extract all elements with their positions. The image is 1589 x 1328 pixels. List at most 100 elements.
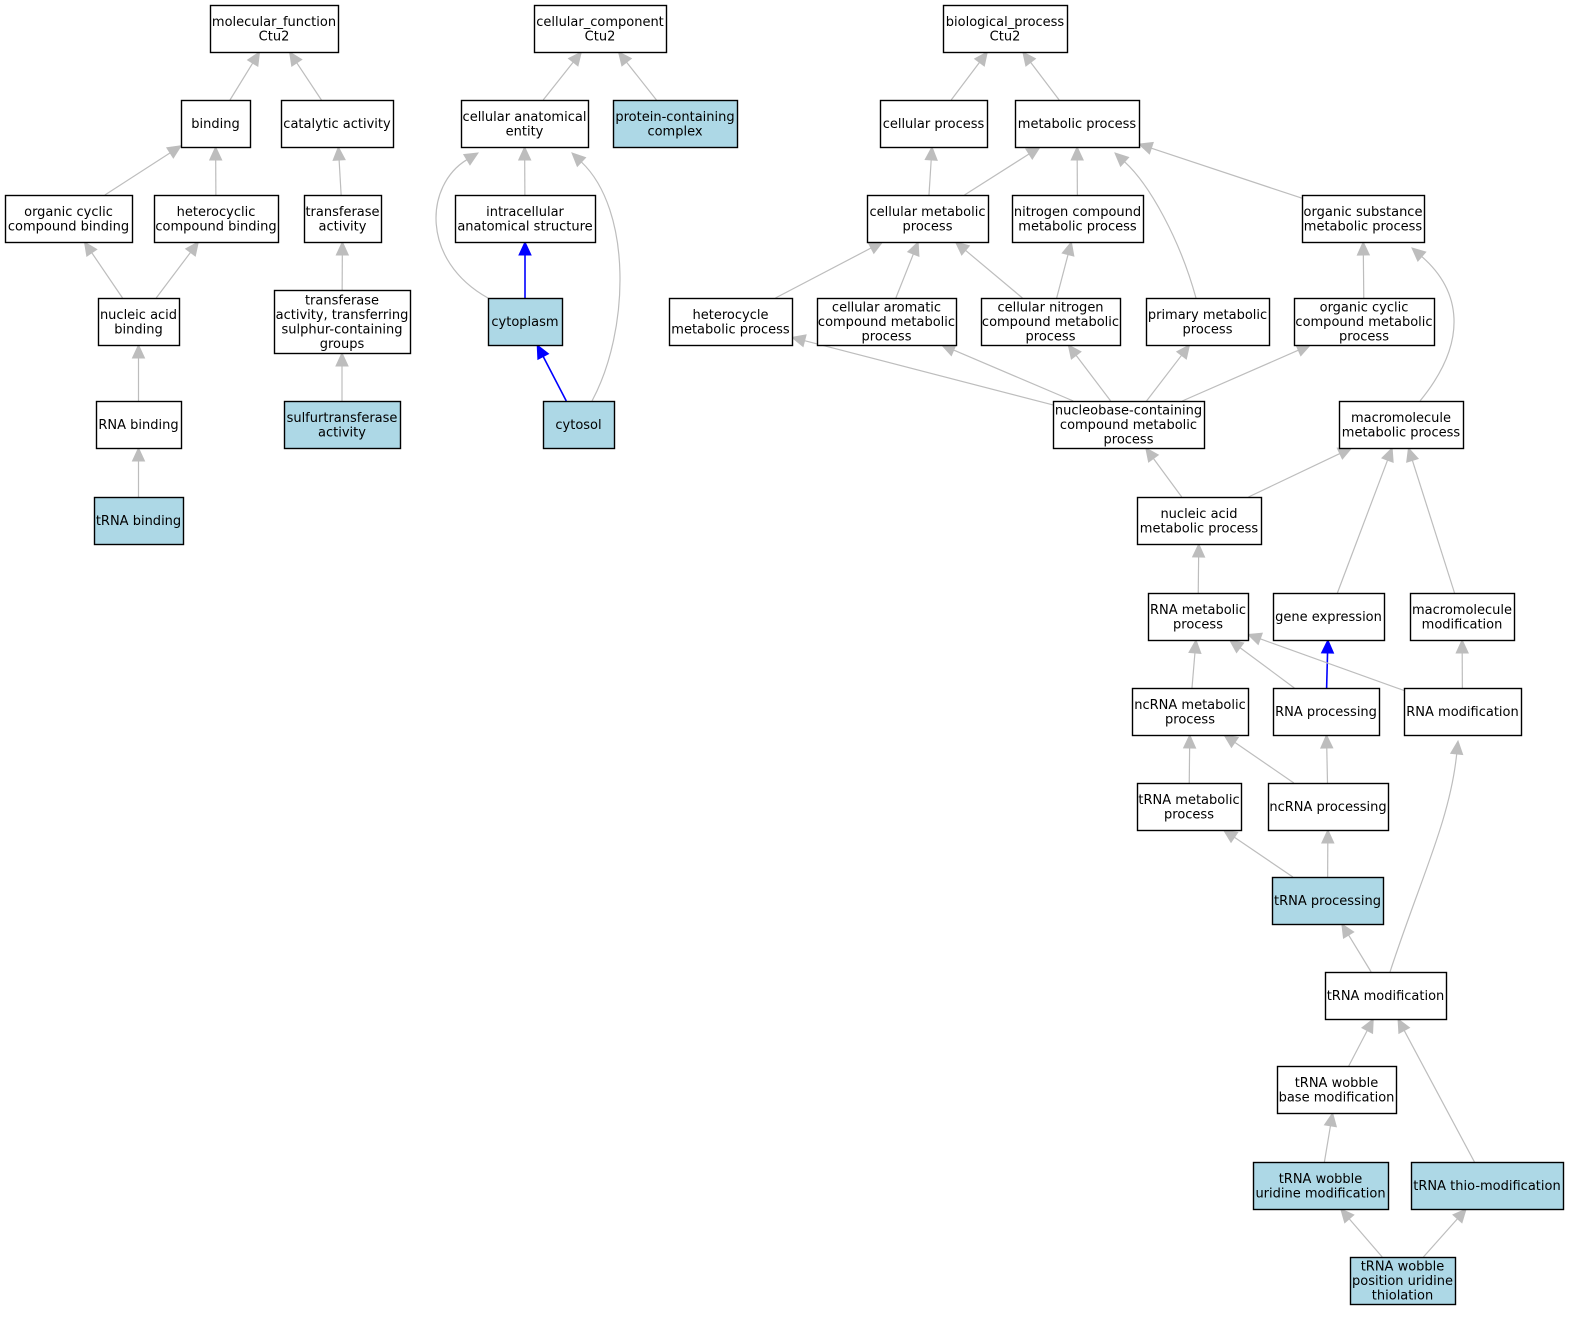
go-term-node-rnamod: RNA modification: [1403, 687, 1523, 737]
node-box: [879, 99, 989, 149]
node-box: [1403, 687, 1523, 737]
edge-line: [1348, 1030, 1368, 1067]
node-label-line: RNA processing: [1275, 705, 1377, 720]
node-label-line: cellular process: [883, 117, 985, 132]
edge-ncrnaproc-to-ncrnamet: [1223, 734, 1295, 784]
edge-arrowhead: [567, 51, 583, 67]
edge-catalytic-to-mf_root: [288, 51, 322, 101]
node-box: [1271, 876, 1385, 926]
node-label-line: ncRNA metabolic: [1134, 698, 1245, 713]
node-label-line: binding: [191, 117, 239, 132]
edge-arrowhead: [1455, 638, 1469, 654]
node-label-line: nucleic acid: [1160, 507, 1237, 522]
edge-cellnitro-to-cellmetab: [954, 241, 1023, 299]
go-term-node-thiomod: tRNA thio-modification: [1410, 1161, 1565, 1211]
edge-arrowhead: [906, 240, 920, 258]
edge-arrowhead: [1452, 1208, 1467, 1224]
edge-binding-to-mf_root: [229, 50, 261, 101]
edge-ncrnamet-to-rnamet: [1188, 638, 1202, 689]
node-box: [1276, 1065, 1398, 1115]
edge-orgcyc-to-orgsub: [1356, 240, 1371, 299]
edge-arrowhead: [131, 446, 146, 462]
edge-line: [1234, 741, 1295, 784]
node-label-line: process: [1183, 322, 1233, 337]
node-box: [668, 297, 794, 347]
edge-arrowhead: [973, 51, 989, 67]
edge-arrowhead: [1191, 542, 1206, 558]
node-box: [1338, 400, 1465, 450]
node-box: [612, 99, 739, 149]
node-label-line: activity, transferring: [276, 308, 409, 323]
node-label-line: process: [1339, 330, 1389, 345]
node-label-line: activity: [319, 219, 367, 234]
edge-arrowhead: [1114, 152, 1130, 168]
go-term-node-catalytic: catalytic activity: [280, 99, 395, 149]
edge-arrowhead: [288, 51, 303, 67]
edge-arrowhead: [1356, 240, 1371, 256]
node-box: [1272, 687, 1381, 737]
node-label-line: metabolic process: [1018, 117, 1137, 132]
node-label-line: heterocycle: [693, 308, 769, 323]
node-label-line: cellular nitrogen: [997, 301, 1103, 316]
edge-cellproc-to-bp_root: [950, 51, 989, 101]
edge-thiolation-to-wobbleuri: [1340, 1208, 1383, 1258]
edge-hetero-to-cellmetab: [775, 241, 884, 299]
node-label-line: cellular aromatic: [832, 301, 941, 316]
node-box: [460, 99, 590, 149]
edge-nucleobase-to-primary: [1146, 344, 1191, 402]
edge-arrowhead: [1024, 146, 1042, 160]
edge-pcc-to-cc_root: [617, 51, 657, 101]
node-label-line: cytosol: [555, 418, 601, 433]
edge-line: [338, 159, 342, 196]
edge-cytoplasm-to-cae: [435, 152, 489, 299]
node-box: [1267, 782, 1390, 832]
edge-line: [104, 152, 171, 196]
node-label-line: compound binding: [8, 219, 129, 234]
edge-arrowhead: [83, 241, 98, 257]
node-box: [542, 400, 616, 450]
edge-line: [1248, 453, 1341, 498]
node-label-line: tRNA thio-modification: [1413, 1179, 1560, 1194]
edge-line: [1181, 349, 1299, 402]
node-label-line: Ctu2: [585, 29, 616, 44]
node-box: [1293, 297, 1436, 347]
edge-nucleobase-to-orgcyc: [1181, 344, 1312, 402]
node-box: [1252, 1161, 1390, 1211]
node-label-line: cellular anatomical: [463, 110, 587, 125]
node-label-line: ncRNA processing: [1269, 800, 1386, 815]
edge-rnamod-to-macromod: [1455, 638, 1469, 689]
edge-trnamod-to-rnamod: [1389, 739, 1464, 973]
node-label-line: thiolation: [1372, 1289, 1433, 1304]
edge-line: [580, 161, 621, 402]
go-term-node-trnaproc: tRNA processing: [1271, 876, 1385, 926]
edge-arrowhead: [940, 344, 957, 357]
edge-line: [1348, 934, 1372, 973]
node-label-line: cytoplasm: [491, 315, 558, 330]
edge-arrowhead: [1320, 638, 1335, 654]
edge-thiomod-to-trnamod: [1397, 1017, 1475, 1163]
edge-arrowhead: [1223, 734, 1240, 749]
edge-arrowhead: [165, 145, 183, 159]
edge-thiolation-to-thiomod: [1422, 1208, 1467, 1258]
node-box: [866, 194, 990, 244]
edge-het_bind-to-binding: [208, 145, 223, 196]
edge-line: [1326, 747, 1329, 784]
go-term-node-cellproc: cellular process: [879, 99, 989, 149]
edge-rna_bind-to-nucacid_bind: [131, 343, 146, 401]
edge-nucleobase-to-cellarom: [940, 344, 1074, 402]
edge-cae-to-cc_root: [542, 51, 583, 101]
node-label-line: uridine modification: [1255, 1186, 1385, 1201]
node-box: [153, 194, 280, 244]
node-label-line: primary metabolic: [1148, 308, 1267, 323]
edge-arrowhead: [517, 145, 532, 161]
